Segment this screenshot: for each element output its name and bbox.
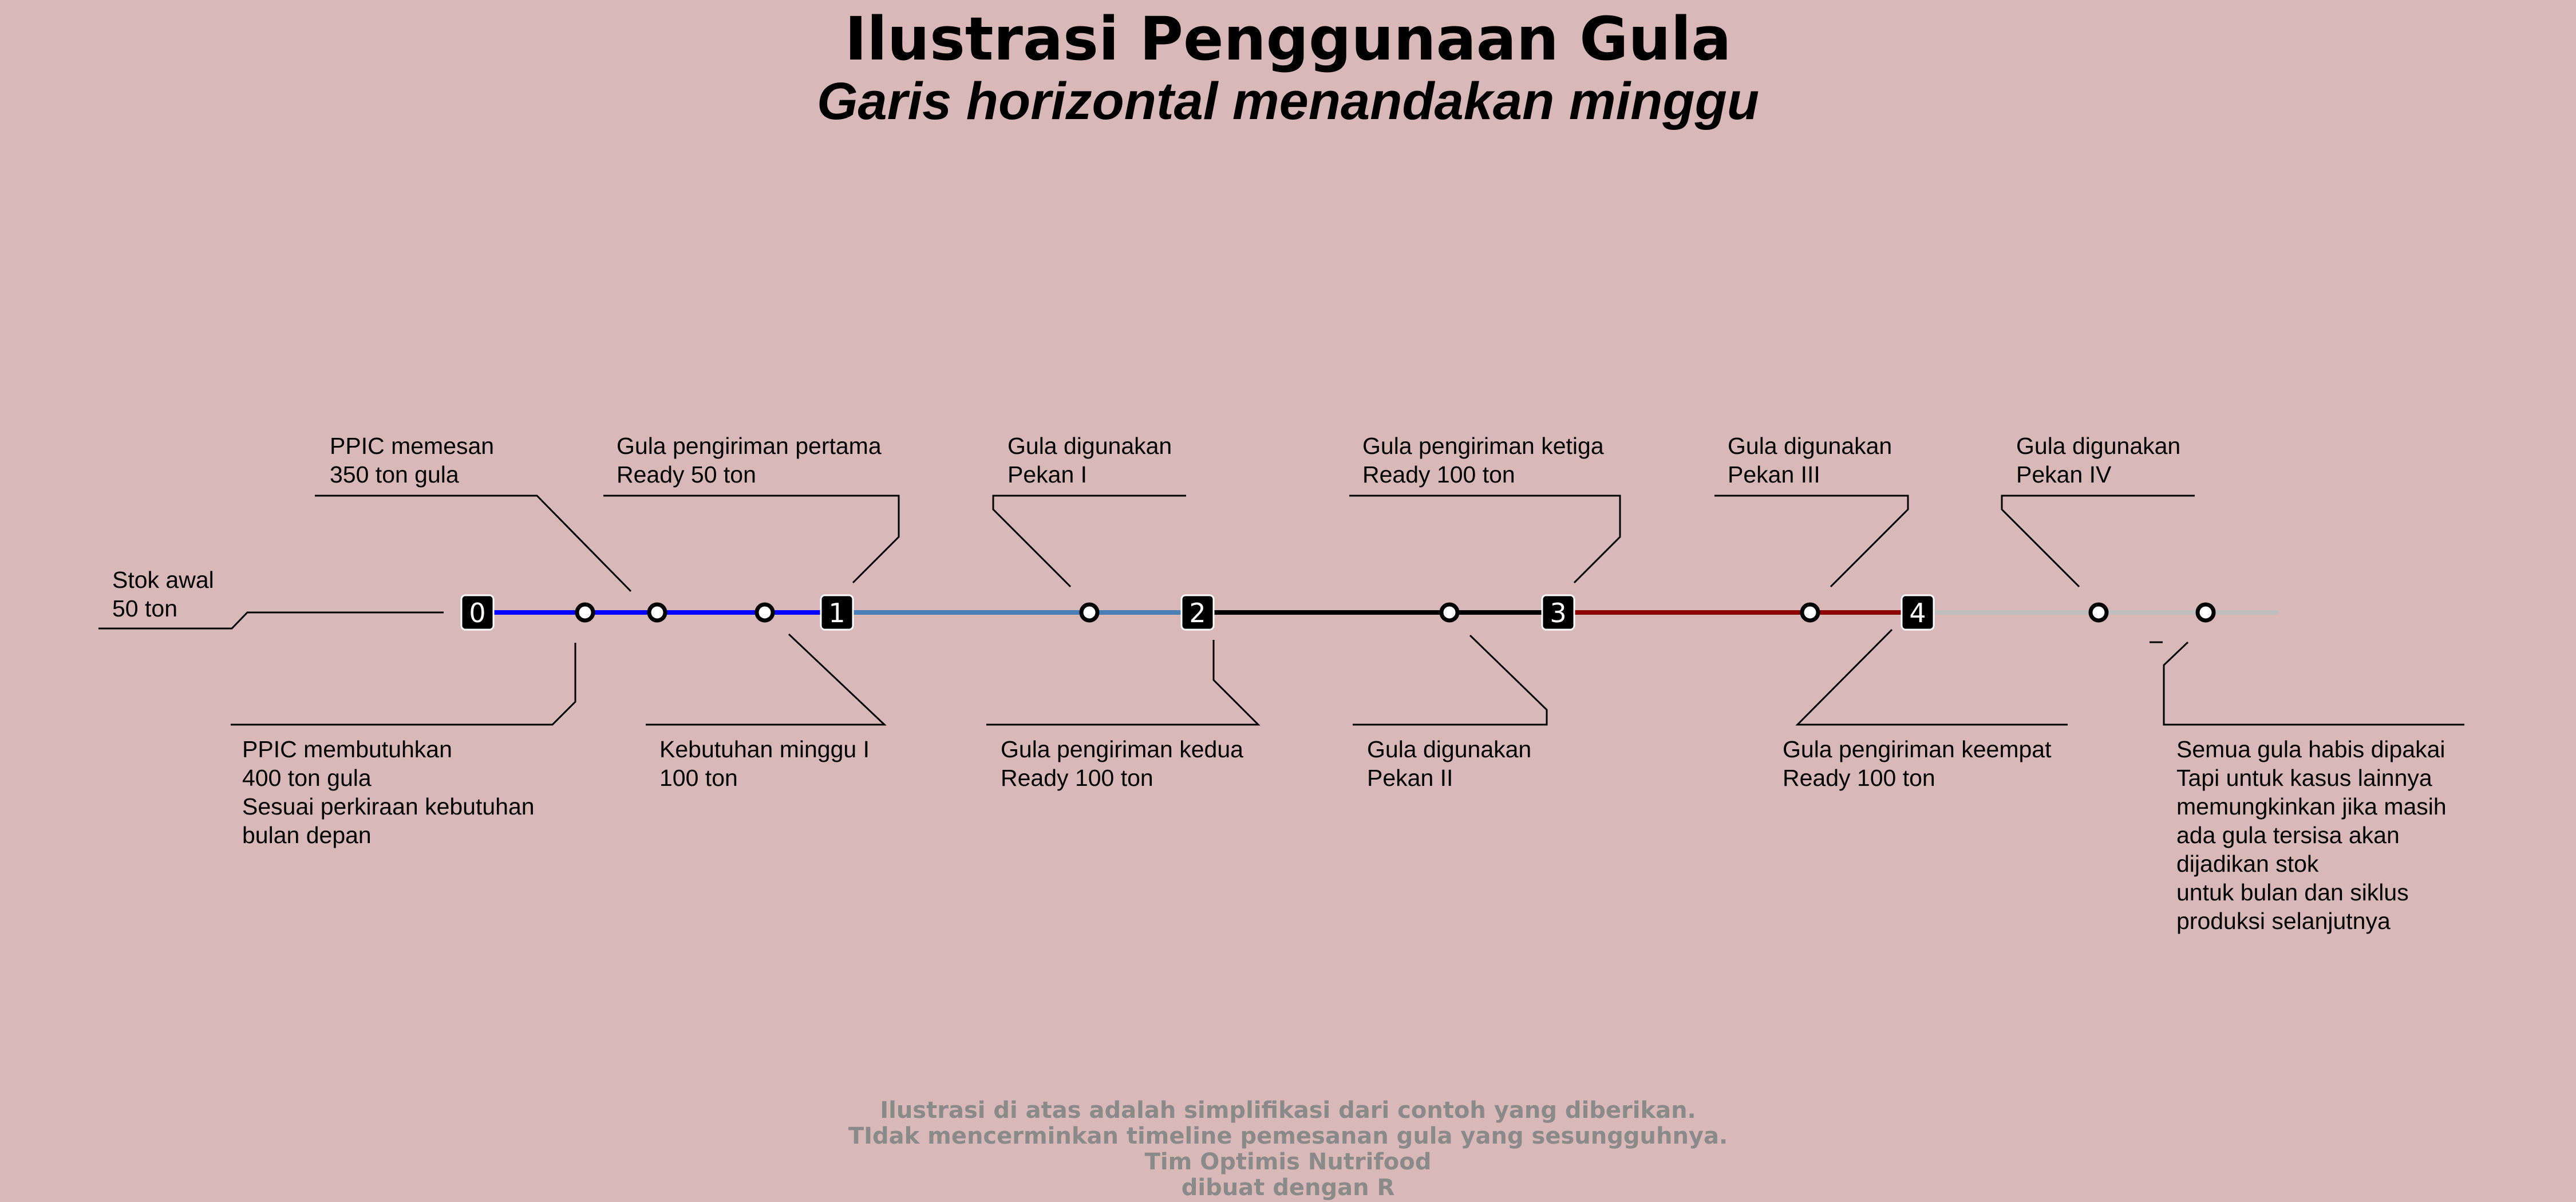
week-marker-0: 0 bbox=[460, 594, 495, 631]
annotation-line: ada gula tersisa akan bbox=[2176, 822, 2400, 848]
leader-ppic-memesan bbox=[315, 495, 632, 592]
annotation-line: memungkinkan jika masih bbox=[2176, 793, 2447, 820]
footer-line: Tim Optimis Nutrifood bbox=[1145, 1149, 1432, 1175]
page-subtitle: Garis horizontal menandakan minggu bbox=[816, 72, 1760, 131]
leader-lines bbox=[98, 495, 2464, 726]
event-point-use-week1 bbox=[1079, 602, 1100, 623]
leader-digunakan-pekan-3 bbox=[1714, 495, 1909, 588]
annotation-pengiriman-pertama: Gula pengiriman pertama Ready 50 ton bbox=[617, 433, 882, 488]
annotation-line: produksi selanjutnya bbox=[2176, 908, 2391, 934]
leader-digunakan-pekan-1 bbox=[992, 495, 1186, 588]
annotation-line: bulan depan bbox=[242, 822, 372, 848]
event-point-week1-need bbox=[754, 602, 775, 623]
week-marker-1: 1 bbox=[820, 594, 854, 631]
annotation-line: Ready 100 ton bbox=[1783, 765, 1935, 791]
annotation-line: Semua gula habis dipakai bbox=[2176, 736, 2445, 762]
annotation-line: Stok awal bbox=[112, 567, 214, 593]
annotation-line: untuk bulan dan siklus bbox=[2176, 879, 2409, 906]
annotation-stok-awal: Stok awal 50 ton bbox=[112, 567, 214, 622]
annotation-line: 100 ton bbox=[659, 765, 738, 791]
event-points bbox=[575, 602, 2216, 623]
annotation-digunakan-pekan-1: Gula digunakan Pekan I bbox=[1008, 433, 1172, 488]
annotation-line: Pekan IV bbox=[2016, 461, 2112, 488]
leader-semua-habis-final bbox=[2148, 642, 2464, 725]
leader-semua-habis-draw bbox=[2163, 641, 2464, 726]
leader-digunakan-pekan-2 bbox=[1353, 634, 1548, 726]
annotation-line: 350 ton gula bbox=[330, 461, 459, 488]
annotation-line: Pekan I bbox=[1008, 461, 1087, 488]
leader-ppic-membutuhkan bbox=[231, 643, 576, 726]
week-marker-0-label: 0 bbox=[469, 598, 485, 628]
annotation-pengiriman-kedua: Gula pengiriman kedua Ready 100 ton bbox=[1001, 736, 1243, 791]
event-point-use-week3 bbox=[1800, 602, 1820, 623]
leader-pengiriman-ketiga bbox=[1349, 495, 1621, 584]
leader-pengiriman-keempat bbox=[1795, 628, 2068, 726]
annotation-semua-habis: Semua gula habis dipakai Tapi untuk kasu… bbox=[2176, 736, 2447, 934]
week-marker-2-label: 2 bbox=[1189, 598, 1206, 628]
week-marker-1-label: 1 bbox=[828, 598, 845, 628]
footer-line: dibuat dengan R bbox=[1182, 1175, 1395, 1201]
annotation-line: 400 ton gula bbox=[242, 765, 372, 791]
week-marker-3-label: 3 bbox=[1550, 598, 1566, 628]
leader-digunakan-pekan-4 bbox=[2001, 495, 2195, 588]
leader-last-event bbox=[2150, 642, 2464, 725]
page-title: Ilustrasi Penggunaan Gula bbox=[844, 4, 1732, 74]
annotation-line: Gula digunakan bbox=[1367, 736, 1531, 762]
annotation-line: PPIC memesan bbox=[330, 433, 494, 459]
footer-line: TIdak mencerminkan timeline pemesanan gu… bbox=[848, 1123, 1728, 1149]
annotation-line: 50 ton bbox=[112, 595, 177, 622]
annotation-line: Pekan III bbox=[1728, 461, 1820, 488]
leader-pengiriman-pertama bbox=[603, 495, 900, 584]
event-point-order bbox=[575, 602, 595, 623]
annotation-line: dijadikan stok bbox=[2176, 851, 2319, 877]
annotation-line: Gula pengiriman keempat bbox=[1783, 736, 2052, 762]
leader-stok-awal bbox=[98, 611, 444, 630]
footer-note: Ilustrasi di atas adalah simplifikasi da… bbox=[848, 1097, 1728, 1201]
annotation-pengiriman-ketiga: Gula pengiriman ketiga Ready 100 ton bbox=[1362, 433, 1604, 488]
event-point-need bbox=[647, 602, 667, 623]
annotation-line: Kebutuhan minggu I bbox=[659, 736, 870, 762]
leader-semua-habis-real bbox=[2148, 642, 2464, 725]
leader-kebutuhan-minggu-1 bbox=[646, 633, 887, 726]
annotation-digunakan-pekan-3: Gula digunakan Pekan III bbox=[1728, 433, 1892, 488]
annotation-kebutuhan-minggu-1: Kebutuhan minggu I 100 ton bbox=[659, 736, 870, 791]
annotation-line: Gula digunakan bbox=[2016, 433, 2180, 459]
event-point-use-week4 bbox=[2088, 602, 2109, 623]
leader-semua-habis bbox=[2150, 642, 2464, 725]
annotation-digunakan-pekan-4: Gula digunakan Pekan IV bbox=[2016, 433, 2180, 488]
annotation-line: Ready 50 ton bbox=[617, 461, 756, 488]
annotation-line: Gula digunakan bbox=[1728, 433, 1892, 459]
week-marker-3: 3 bbox=[1541, 594, 1575, 631]
annotation-line: Tapi untuk kasus lainnya bbox=[2176, 765, 2432, 791]
annotation-line: Gula pengiriman ketiga bbox=[1362, 433, 1604, 459]
footer-line: Ilustrasi di atas adalah simplifikasi da… bbox=[880, 1097, 1696, 1124]
event-point-all-used bbox=[2195, 602, 2216, 623]
week-marker-2: 2 bbox=[1180, 594, 1215, 631]
annotation-line: Pekan II bbox=[1367, 765, 1453, 791]
annotation-line: Sesuai perkiraan kebutuhan bbox=[242, 793, 535, 820]
annotation-line: Ready 100 ton bbox=[1362, 461, 1515, 488]
annotation-line: Gula pengiriman kedua bbox=[1001, 736, 1243, 762]
annotation-ppic-membutuhkan: PPIC membutuhkan 400 ton gula Sesuai per… bbox=[242, 736, 535, 848]
annotation-pengiriman-keempat: Gula pengiriman keempat Ready 100 ton bbox=[1783, 736, 2052, 791]
leader-pengiriman-kedua bbox=[986, 640, 1261, 726]
annotation-digunakan-pekan-2: Gula digunakan Pekan II bbox=[1367, 736, 1531, 791]
week-marker-4: 4 bbox=[1901, 594, 1935, 631]
event-point-use-week2 bbox=[1439, 602, 1460, 623]
annotation-line: Gula pengiriman pertama bbox=[617, 433, 882, 459]
annotation-line: PPIC membutuhkan bbox=[242, 736, 452, 762]
annotation-ppic-memesan: PPIC memesan 350 ton gula bbox=[330, 433, 494, 488]
week-marker-4-label: 4 bbox=[1909, 598, 1926, 628]
annotation-line: Gula digunakan bbox=[1008, 433, 1172, 459]
annotation-line: Ready 100 ton bbox=[1001, 765, 1153, 791]
